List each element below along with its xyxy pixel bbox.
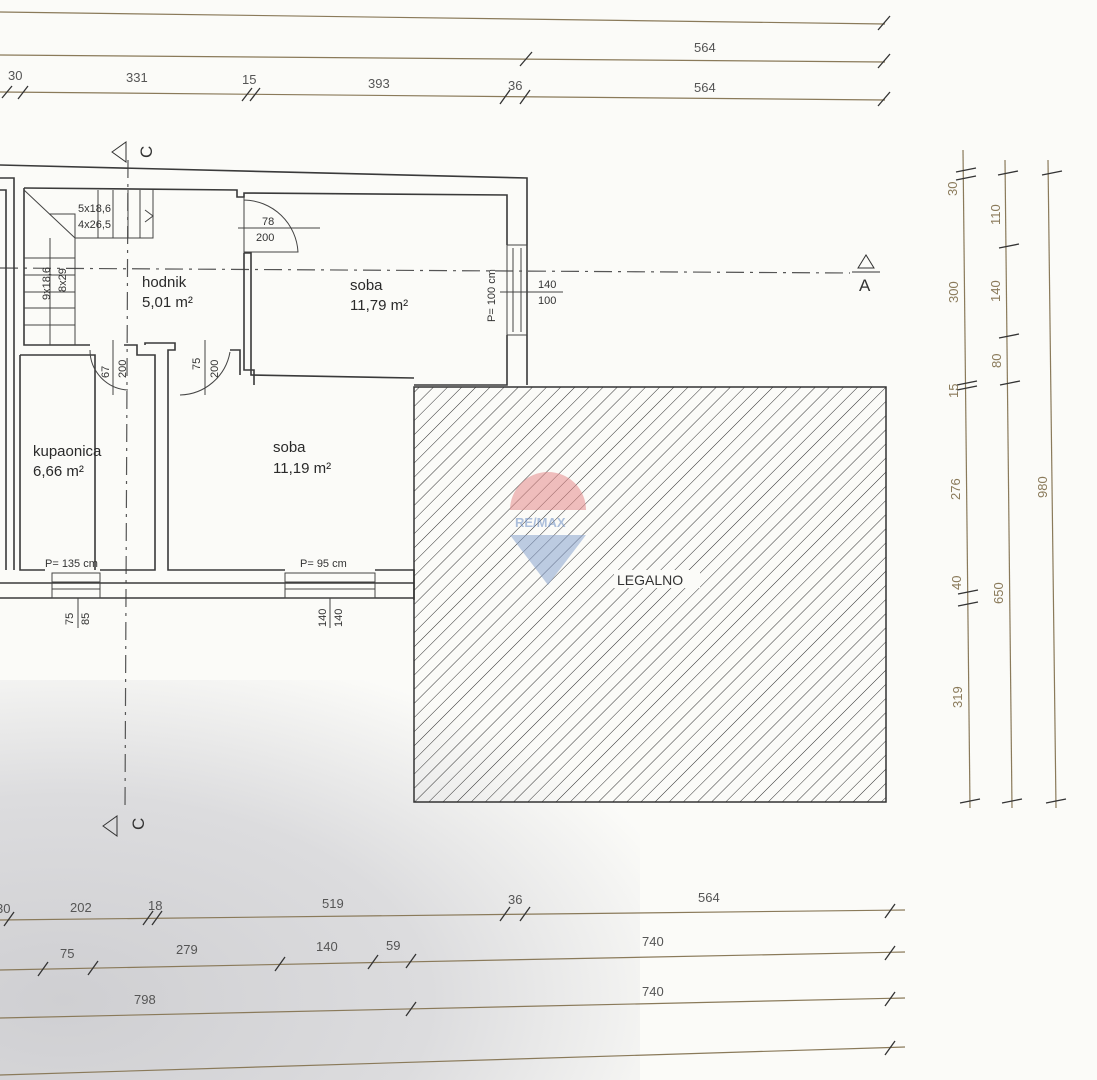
bottom-dimensions: 30 202 18 519 36 564 75 279 140 59 740 7… <box>0 890 906 1076</box>
right-dimensions: 30 300 15 276 40 319 110 140 80 650 980 <box>945 149 1067 809</box>
svg-text:C: C <box>137 146 156 158</box>
door-soba-2: 75 200 <box>179 340 231 396</box>
svg-text:75: 75 <box>64 613 76 625</box>
svg-text:18: 18 <box>148 898 162 913</box>
room-soba-2: soba 11,19 m² <box>273 439 331 477</box>
svg-text:soba: soba <box>350 277 383 294</box>
svg-text:hodnik: hodnik <box>142 274 187 291</box>
svg-text:200: 200 <box>209 360 221 378</box>
svg-text:740: 740 <box>642 934 664 949</box>
svg-text:30: 30 <box>945 182 960 196</box>
svg-text:36: 36 <box>508 892 522 907</box>
svg-text:kupaonica: kupaonica <box>33 443 102 460</box>
dim-15: 15 <box>242 72 256 87</box>
svg-text:11,19 m²: 11,19 m² <box>273 460 331 477</box>
dim-564: 564 <box>694 80 716 95</box>
svg-text:319: 319 <box>950 686 965 708</box>
stair-label-1b: 4x26,5 <box>78 219 111 231</box>
svg-text:75: 75 <box>191 358 203 370</box>
svg-text:980: 980 <box>1035 476 1050 498</box>
room-hodnik: hodnik 5,01 m² <box>142 274 193 311</box>
svg-text:140: 140 <box>988 280 1003 302</box>
svg-text:5,01 m²: 5,01 m² <box>142 294 193 311</box>
svg-text:LEGALNO: LEGALNO <box>617 572 683 588</box>
window-soba-1: P= 100 cm 140 100 <box>486 244 563 336</box>
stair-label-1a: 5x18,6 <box>78 203 111 215</box>
section-line-c <box>124 159 129 811</box>
svg-text:300: 300 <box>946 281 961 303</box>
dim-top-564: 564 <box>694 40 716 55</box>
stair-label-2b: 8x29 <box>57 268 69 292</box>
svg-text:15: 15 <box>946 384 961 398</box>
svg-text:100: 100 <box>538 295 556 307</box>
svg-text:140: 140 <box>333 609 345 627</box>
door-hodnik-soba: 78 200 <box>238 197 320 253</box>
window-soba-2: P= 95 cm 140 140 <box>284 558 376 628</box>
staircase: 5x18,6 4x26,5 9x18,6 8x29 <box>23 189 154 345</box>
svg-text:30: 30 <box>0 901 10 916</box>
dim-30: 30 <box>8 68 22 83</box>
window-kupaonica: P= 135 cm 75 85 <box>45 558 101 628</box>
section-mark-a: A <box>852 254 880 295</box>
svg-text:140: 140 <box>538 279 556 291</box>
door-kupaonica: 67 200 <box>89 340 129 395</box>
dim-331: 331 <box>126 70 148 85</box>
svg-text:59: 59 <box>386 938 400 953</box>
svg-text:A: A <box>859 276 871 295</box>
svg-text:140: 140 <box>317 609 329 627</box>
svg-text:110: 110 <box>988 204 1003 225</box>
svg-text:40: 40 <box>949 576 964 590</box>
stair-label-2a: 9x18,6 <box>41 267 53 300</box>
dim-393: 393 <box>368 76 390 91</box>
svg-text:P= 100 cm: P= 100 cm <box>486 269 498 322</box>
svg-text:200: 200 <box>256 232 274 244</box>
svg-text:276: 276 <box>948 478 963 500</box>
svg-text:202: 202 <box>70 900 92 915</box>
svg-text:80: 80 <box>989 354 1004 368</box>
svg-text:P= 135 cm: P= 135 cm <box>45 558 98 570</box>
svg-text:279: 279 <box>176 942 198 957</box>
svg-text:140: 140 <box>316 939 338 954</box>
room-kupaonica: kupaonica 6,66 m² <box>33 443 102 480</box>
svg-text:P= 95 cm: P= 95 cm <box>300 558 347 570</box>
hatched-area-legalno: LEGALNO <box>413 386 887 803</box>
svg-text:75: 75 <box>60 946 74 961</box>
top-dimensions: 564 30 331 15 393 36 564 <box>0 11 891 107</box>
dim-36: 36 <box>508 78 522 93</box>
svg-text:C: C <box>129 818 148 830</box>
svg-text:soba: soba <box>273 439 306 456</box>
svg-text:519: 519 <box>322 896 344 911</box>
svg-text:67: 67 <box>100 366 112 378</box>
svg-text:564: 564 <box>698 890 720 905</box>
remax-watermark: RE/MAX <box>510 472 586 585</box>
room-soba-1: soba 11,79 m² <box>350 277 408 314</box>
section-mark-c-top: C <box>111 141 156 163</box>
svg-text:85: 85 <box>80 613 92 625</box>
svg-text:200: 200 <box>117 360 129 378</box>
svg-text:11,79 m²: 11,79 m² <box>350 297 408 314</box>
section-mark-c-bottom: C <box>102 815 148 837</box>
svg-text:RE/MAX: RE/MAX <box>515 515 566 530</box>
svg-text:6,66 m²: 6,66 m² <box>33 463 84 480</box>
section-line-a <box>0 267 851 274</box>
svg-text:78: 78 <box>262 216 274 228</box>
svg-text:650: 650 <box>991 582 1006 604</box>
svg-text:798: 798 <box>134 992 156 1007</box>
svg-text:740: 740 <box>642 984 664 999</box>
